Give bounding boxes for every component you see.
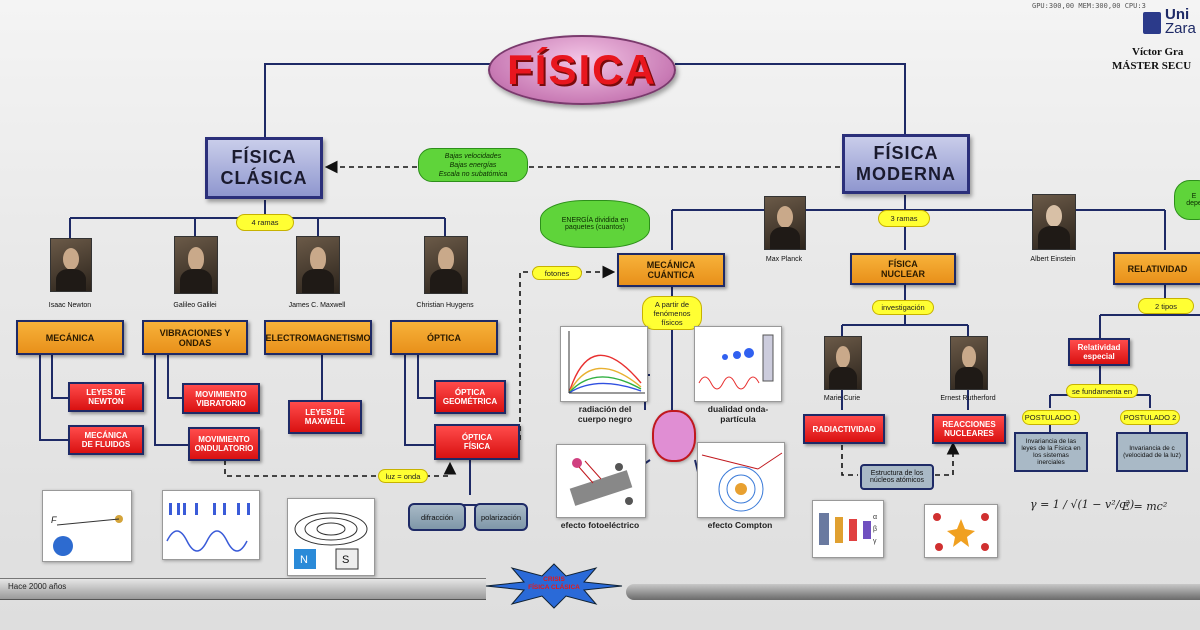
blackbody-image	[560, 326, 648, 402]
main-title-bubble: FÍSICA	[488, 35, 676, 105]
energy-formula: E = mc²	[1122, 500, 1168, 513]
curie-portrait	[824, 336, 862, 390]
program-name: MÁSTER SECU	[1112, 60, 1192, 72]
optica-geometrica: ÓPTICA GEOMÉTRICA	[434, 380, 506, 414]
university-line-1: Uni	[1165, 6, 1190, 23]
wave-particle-caption: dualidad onda-partícula	[707, 404, 769, 424]
leyes-maxwell: LEYES DE MAXWELL	[288, 400, 362, 434]
planck-name: Max Planck	[765, 256, 803, 263]
crisis-line-1: CRISIS	[543, 576, 565, 583]
rutherford-portrait	[950, 336, 988, 390]
huygens-portrait	[424, 236, 468, 294]
wave-particle-image	[694, 326, 782, 402]
radiactividad: RADIACTIVIDAD	[803, 414, 885, 444]
postulado-2: POSTULADO 2	[1120, 410, 1180, 425]
postulado-2-text: Invariancia de c (velocidad de la luz)	[1116, 432, 1188, 472]
wave-motion-image	[162, 490, 260, 560]
svg-text:S: S	[342, 554, 349, 566]
newton-portrait	[50, 238, 92, 292]
luz-onda-label: luz = onda	[378, 469, 428, 483]
classic-physics-box: FÍSICA CLÁSICA	[205, 137, 323, 199]
main-title: FÍSICA	[507, 46, 657, 93]
timeline-bar-left	[0, 578, 486, 600]
svg-text:γ: γ	[873, 538, 877, 545]
timeline-bar-right	[626, 584, 1200, 600]
einstein-portrait	[1032, 194, 1076, 250]
huygens-name: Christian Huygens	[416, 302, 474, 309]
relativity-partial-cloud: E depe	[1174, 180, 1200, 220]
svg-text:β: β	[873, 526, 877, 533]
svg-text:N: N	[300, 554, 308, 566]
movimiento-ondulatorio: MOVIMIENTO ONDULATORIO	[188, 427, 260, 461]
compton-caption: efecto Compton	[707, 520, 773, 530]
branch-vibraciones: VIBRACIONES Y ONDAS	[142, 320, 248, 355]
crisis-star	[484, 562, 624, 610]
postulado-1: POSTULADO 1	[1022, 410, 1080, 425]
university-name: Uni Zara	[1165, 6, 1196, 37]
galileo-name: Galileo Galilei	[173, 302, 217, 309]
photoelectric-image	[556, 444, 646, 518]
mecanica-fluidos: MECÁNICA DE FLUIDOS	[68, 425, 144, 455]
einstein-name: Albert Einstein	[1030, 256, 1076, 263]
postulado-1-text: Invariancia de las leyes de la Física en…	[1014, 432, 1088, 472]
galileo-portrait	[174, 236, 218, 294]
branch-fisica-nuclear: FÍSICA NUCLEAR	[850, 253, 956, 285]
condition-1: Bajas velocidades	[444, 152, 502, 160]
branch-relatividad: RELATIVIDAD	[1113, 252, 1200, 285]
branch-mecanica-cuantica: MECÁNICA CUÁNTICA	[617, 253, 725, 287]
blackbody-caption: radiación del cuerpo negro	[577, 404, 633, 424]
reacciones-nucleares: REACCIONES NUCLEARES	[932, 414, 1006, 444]
crisis-text: CRISIS FÍSICA CLÁSICA	[514, 576, 594, 592]
curie-name: Marie Curie	[823, 395, 861, 402]
fotones-label: fotones	[532, 266, 582, 280]
svg-text:F: F	[51, 515, 57, 525]
lorentz-formula: γ = 1 / √(1 − v²/c²)	[1030, 498, 1135, 511]
condition-3: Escala no subatómica	[438, 170, 508, 178]
svg-text:α: α	[873, 514, 877, 521]
photoelectric-caption: efecto fotoeléctrico	[560, 520, 640, 530]
relativity-types-label: 2 tipos	[1138, 298, 1194, 314]
classic-conditions: Bajas velocidades Bajas energías Escala …	[418, 148, 528, 182]
planck-portrait	[764, 196, 806, 250]
relativity-cloud-text: E depe	[1186, 193, 1200, 207]
polarizacion: polarización	[474, 503, 528, 531]
quantum-center-diamond	[652, 410, 696, 462]
status-bar: GPU:300,00 MEM:300,00 CPU:3	[1032, 2, 1146, 10]
branch-electromagnetismo: ELECTROMAGNETISMO	[264, 320, 372, 355]
compton-image	[697, 442, 785, 518]
crisis-line-2: FÍSICA CLÁSICA	[528, 584, 580, 591]
branch-mecanica: MECÁNICA	[16, 320, 124, 355]
condition-2: Bajas energías	[449, 161, 497, 169]
author-name: Víctor Gra	[1132, 46, 1184, 58]
modern-branches-label: 3 ramas	[878, 210, 930, 227]
optica-fisica: ÓPTICA FÍSICA	[434, 424, 520, 460]
newton-gravity-image: F	[42, 490, 132, 562]
movimiento-vibratorio: MOVIMIENTO VIBRATORIO	[182, 383, 260, 414]
fundamenta-label: se fundamenta en	[1066, 384, 1138, 398]
energy-cloud-text: ENERGÍA dividida en paquetes (cuantos)	[561, 217, 629, 231]
difraccion: difracción	[408, 503, 466, 531]
leyes-newton: LEYES DE NEWTON	[68, 382, 144, 412]
investigacion-label: investigación	[872, 300, 934, 315]
university-line-2: Zara	[1165, 20, 1196, 37]
timeline-start-label: Hace 2000 años	[8, 582, 67, 591]
nuclear-reaction-image	[924, 504, 998, 558]
modern-physics-box: FÍSICA MODERNA	[842, 134, 970, 194]
maxwell-name: James C. Maxwell	[288, 302, 346, 309]
energy-cloud: ENERGÍA dividida en paquetes (cuantos)	[540, 200, 650, 248]
branch-optica: ÓPTICA	[390, 320, 498, 355]
newton-name: Isaac Newton	[48, 302, 92, 309]
classic-branches-label: 4 ramas	[236, 214, 294, 231]
relatividad-especial: Relatividad especial	[1068, 338, 1130, 366]
university-logo-icon	[1143, 12, 1161, 34]
estructura-nucleos: Estructura de los núcleos atómicos	[860, 464, 934, 490]
maxwell-portrait	[296, 236, 340, 294]
quantum-note: A partir de fenómenos físicos	[642, 296, 702, 330]
rutherford-name: Ernest Rutherford	[940, 395, 996, 402]
